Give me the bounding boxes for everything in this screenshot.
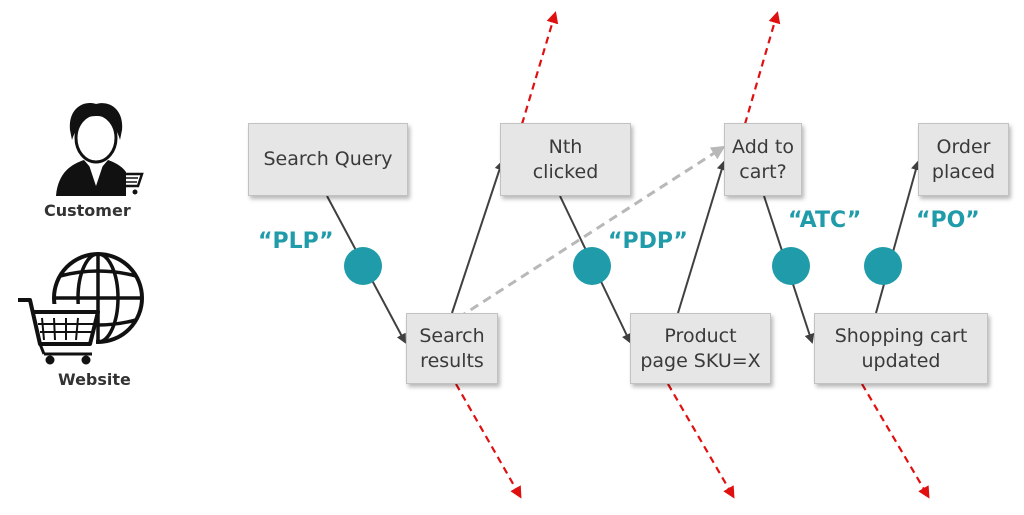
node-shopping-cart-label: Shopping cart updated	[834, 324, 968, 372]
plp-dot	[344, 247, 382, 285]
node-nth-clicked: Nth clicked	[500, 123, 631, 196]
node-add-to-cart: Add to cart?	[724, 123, 802, 196]
customer-label: Customer	[44, 201, 131, 220]
node-order-placed-label: Order placed	[931, 135, 996, 183]
arrow-results-to-nth	[451, 160, 505, 314]
customer-icon	[56, 103, 144, 196]
node-add-to-cart-label: Add to cart?	[732, 135, 794, 183]
node-search-query: Search Query	[248, 123, 408, 196]
exit-arrow-search-results	[455, 383, 522, 499]
atc-dot	[772, 247, 810, 285]
website-icon	[18, 252, 144, 365]
exit-arrow-product-page	[667, 383, 735, 499]
exit-arrow-add-to-cart	[743, 11, 781, 125]
label-plp: “PLP”	[258, 229, 334, 254]
label-po: “PO”	[916, 208, 980, 233]
node-search-results-label: Search results	[419, 324, 485, 372]
node-search-query-label: Search Query	[263, 148, 393, 170]
arrow-shopping-to-order	[875, 160, 921, 314]
node-product-page: Product page SKU=X	[630, 313, 771, 384]
node-search-results: Search results	[406, 313, 498, 384]
shortcut-arrow-results-to-cart	[457, 145, 726, 320]
label-pdp: “PDP”	[608, 229, 688, 254]
node-order-placed: Order placed	[918, 123, 1009, 196]
exit-arrow-shopping-cart	[861, 383, 930, 499]
node-shopping-cart: Shopping cart updated	[814, 313, 988, 384]
exit-arrow-nth-clicked	[520, 11, 559, 125]
arrow-product-to-cart	[677, 160, 727, 314]
node-product-page-label: Product page SKU=X	[640, 324, 761, 372]
po-dot	[864, 247, 902, 285]
node-nth-clicked-label: Nth clicked	[532, 135, 599, 183]
website-label: Website	[58, 370, 131, 389]
pdp-dot	[573, 247, 611, 285]
label-atc: “ATC”	[788, 208, 862, 233]
